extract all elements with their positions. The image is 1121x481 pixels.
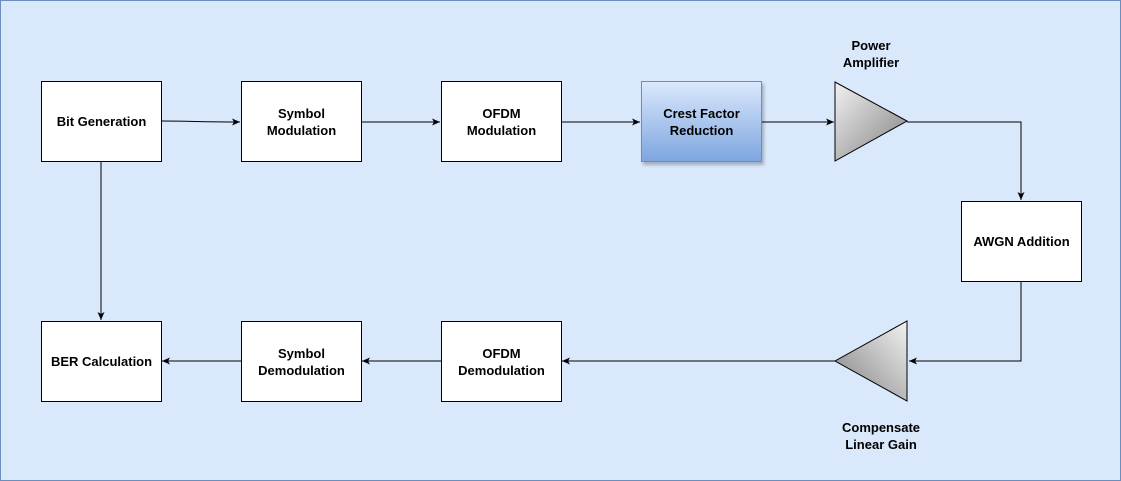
- block-ofdm-demodulation[interactable]: OFDM Demodulation: [441, 321, 562, 402]
- connector-pa-to-awgn: [907, 121, 1025, 200]
- block-crest-factor-reduction[interactable]: Crest Factor Reduction: [641, 81, 762, 162]
- block-ofdm-modulation[interactable]: OFDM Modulation: [441, 81, 562, 162]
- block-symbol-demodulation-label: Symbol Demodulation: [258, 345, 345, 378]
- block-ber-calculation-label: BER Calculation: [50, 354, 153, 369]
- block-bit-generation[interactable]: Bit Generation: [41, 81, 162, 162]
- block-symbol-modulation-label: Symbol Modulation: [266, 105, 337, 138]
- block-symbol-demodulation[interactable]: Symbol Demodulation: [241, 321, 362, 402]
- compensate-linear-gain-label: Compensate Linear Gain: [841, 420, 921, 452]
- block-bit-generation-label: Bit Generation: [56, 114, 147, 129]
- block-symbol-modulation[interactable]: Symbol Modulation: [241, 81, 362, 162]
- connector-bitgen-to-symbolmod: [160, 118, 241, 126]
- block-crest-factor-reduction-label: Crest Factor Reduction: [663, 105, 740, 138]
- connector-awgn-to-clg: [909, 281, 1022, 365]
- block-ofdm-modulation-label: OFDM Modulation: [466, 105, 537, 138]
- power-amplifier-triangle: [834, 81, 909, 162]
- compensate-linear-gain-triangle: [833, 320, 908, 402]
- power-amplifier-label: Power Amplifier: [842, 38, 900, 70]
- block-awgn-addition[interactable]: AWGN Addition: [961, 201, 1082, 282]
- block-awgn-addition-label: AWGN Addition: [973, 234, 1070, 249]
- block-ofdm-demodulation-label: OFDM Demodulation: [458, 345, 545, 378]
- block-ber-calculation[interactable]: BER Calculation: [41, 321, 162, 402]
